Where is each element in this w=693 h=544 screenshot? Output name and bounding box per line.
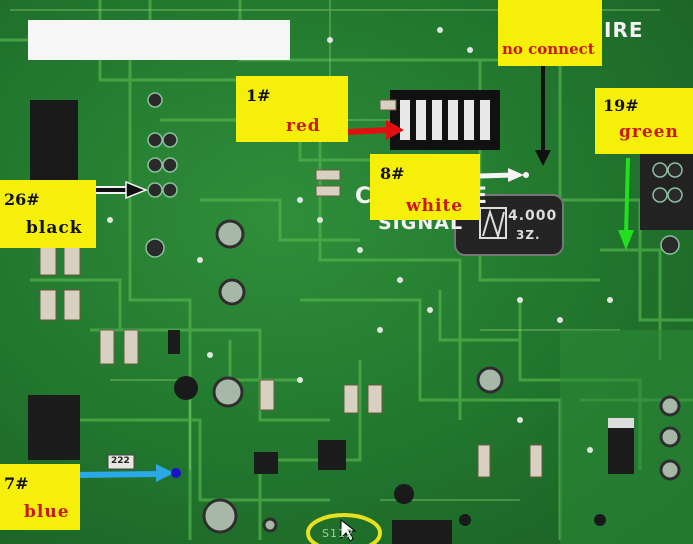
ic-right	[640, 150, 693, 230]
label-red: 1# red	[236, 76, 348, 142]
smd-code: 222	[111, 456, 130, 466]
label-red-num: 1#	[246, 86, 271, 105]
arrow-red-icon	[347, 120, 404, 140]
label-black-num: 26#	[4, 190, 40, 209]
label-white: 8# white	[370, 154, 480, 220]
redaction-box	[28, 20, 290, 60]
label-white-text: white	[406, 196, 464, 216]
arrow-white-icon	[479, 168, 529, 182]
label-blue-num: 7#	[4, 474, 29, 493]
crystal	[454, 194, 564, 256]
silk-ire: IRE	[604, 18, 644, 42]
arrow-blue-icon	[75, 464, 181, 482]
label-white-num: 8#	[380, 164, 405, 183]
ic-left-bottom	[28, 395, 80, 460]
crystal-code: 3Z.	[516, 228, 541, 242]
silk-bottom: S112	[322, 527, 354, 540]
mouse-cursor-icon	[340, 518, 357, 542]
label-green: 19# green	[595, 88, 693, 154]
label-no-connect: no connect	[498, 0, 602, 66]
label-black: 26# black	[0, 180, 96, 248]
label-black-text: black	[26, 218, 83, 238]
label-green-num: 19#	[603, 96, 639, 115]
label-green-text: green	[619, 122, 679, 142]
arrow-nc-icon	[535, 66, 551, 166]
header-pins	[145, 92, 683, 258]
crystal-freq: 4.000	[508, 208, 558, 224]
label-blue-text: blue	[24, 502, 70, 522]
arrow-green-icon	[618, 157, 634, 250]
silk-c: C	[355, 184, 373, 209]
ic-left-top	[30, 100, 78, 180]
label-nc-text: no connect	[502, 40, 595, 58]
highlight-circle	[306, 513, 382, 544]
label-blue: 7# blue	[0, 464, 80, 530]
arrow-black-icon	[96, 180, 149, 200]
label-red-text: red	[286, 116, 321, 136]
